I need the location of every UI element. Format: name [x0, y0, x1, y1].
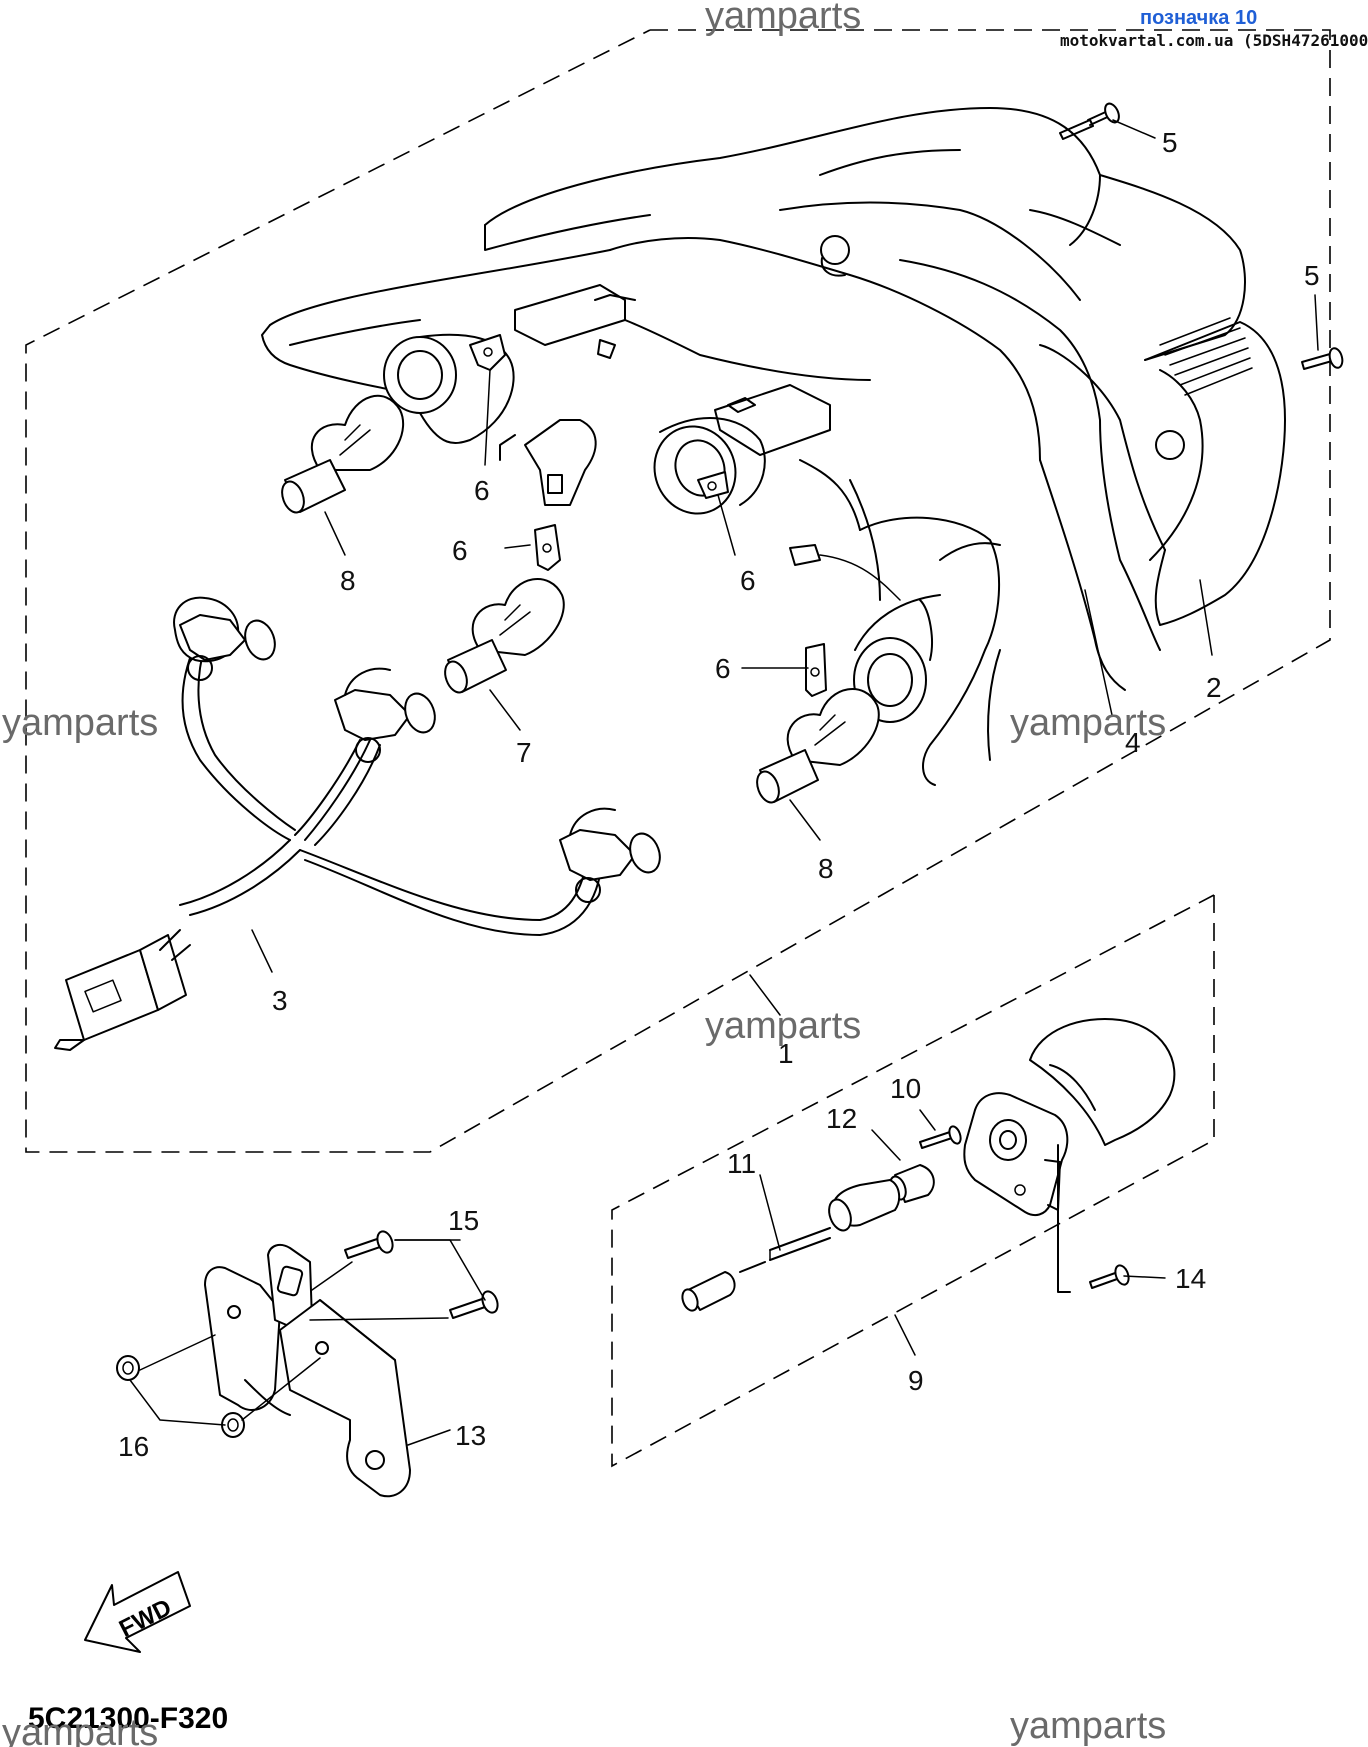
callout-6b: 6 — [452, 535, 468, 566]
callout-8a: 8 — [340, 565, 356, 596]
callout-1: 1 — [778, 1038, 794, 1069]
callout-16: 16 — [118, 1431, 149, 1462]
callouts: 5 5 6 6 6 6 8 7 8 3 1 2 4 10 12 11 14 9 … — [118, 127, 1320, 1462]
source-label: motokvartal.com.ua (5DSH47261000) — [1060, 31, 1368, 50]
clip-6-c — [697, 471, 729, 499]
bolt-15-a — [344, 1230, 394, 1259]
clip-6-a — [469, 334, 506, 371]
callout-8b: 8 — [818, 853, 834, 884]
socket-cord-11 — [681, 1179, 901, 1312]
callout-2: 2 — [1206, 672, 1222, 703]
bulb-12 — [889, 1164, 935, 1203]
watermark-top: yamparts — [705, 0, 861, 37]
callout-12: 12 — [826, 1103, 857, 1134]
callout-9: 9 — [908, 1365, 924, 1396]
callout-15: 15 — [448, 1205, 479, 1236]
leader-lines — [129, 119, 1319, 1446]
callout-14: 14 — [1175, 1263, 1206, 1294]
screw-5-top — [1059, 102, 1120, 140]
bolt-15-b — [449, 1290, 499, 1319]
callout-13: 13 — [455, 1420, 486, 1451]
fwd-arrow: FWD — [84, 1571, 191, 1653]
watermarks: yamparts yamparts yamparts yamparts yamp… — [2, 0, 1166, 1747]
assembly-1-boundary — [25, 29, 1331, 1153]
callout-7: 7 — [516, 737, 532, 768]
screw-10 — [919, 1125, 962, 1149]
wire-harness-3 — [54, 596, 661, 1051]
callout-5a: 5 — [1162, 127, 1178, 158]
assembly-9-boundary — [611, 894, 1215, 1468]
callout-11: 11 — [727, 1148, 756, 1179]
clip-6-b — [534, 524, 561, 571]
callout-4: 4 — [1125, 727, 1141, 758]
diagram-code: 5C21300-F320 — [28, 1702, 228, 1735]
tail-lamp-housing — [261, 107, 1286, 786]
bulb-7 — [444, 578, 565, 694]
screw-14 — [1057, 1144, 1130, 1293]
bulb-8-left — [281, 394, 405, 514]
watermark-left: yamparts — [2, 702, 158, 744]
watermark-center: yamparts — [705, 1005, 861, 1047]
callout-6c: 6 — [740, 565, 756, 596]
nut-16-a — [116, 1355, 140, 1381]
callout-6d: 6 — [715, 653, 731, 684]
bulb-8-right — [756, 688, 880, 804]
tag-label: позначка 10 — [1140, 7, 1257, 29]
watermark-bottom-left: yamparts — [2, 1712, 158, 1747]
clip-6-d — [805, 643, 827, 697]
bracket-13 — [204, 1243, 411, 1498]
watermark-bottom-right: yamparts — [1010, 1705, 1166, 1747]
callout-10: 10 — [890, 1073, 921, 1104]
callout-5b: 5 — [1304, 260, 1320, 291]
screw-5-right — [1301, 347, 1344, 370]
license-light-base — [963, 1092, 1069, 1217]
callout-6a: 6 — [474, 475, 490, 506]
watermark-right: yamparts — [1010, 702, 1166, 744]
license-light-lens — [1029, 1018, 1176, 1146]
callout-3: 3 — [272, 985, 288, 1016]
